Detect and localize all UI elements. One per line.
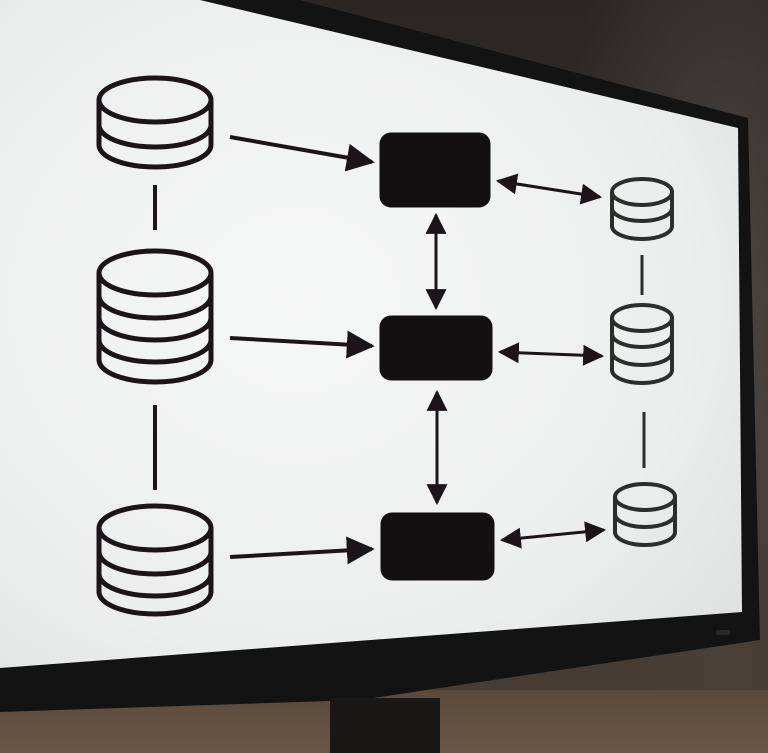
- service-node-2: [382, 318, 490, 378]
- monitor-stand: [330, 698, 440, 753]
- monitor-brand-label: [388, 669, 468, 687]
- service-node-3: [383, 515, 492, 578]
- power-button[interactable]: [716, 630, 730, 635]
- service-node-1: [382, 135, 488, 205]
